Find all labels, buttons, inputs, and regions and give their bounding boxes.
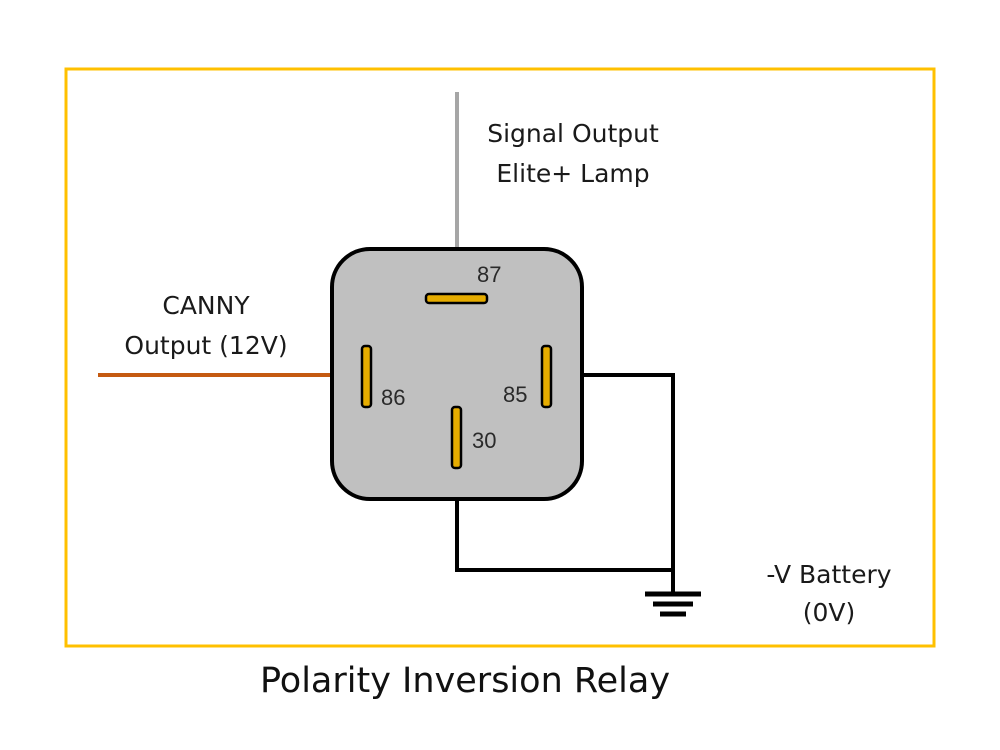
battery-label: -V Battery (0V) [740, 556, 918, 632]
diagram-frame [64, 67, 936, 648]
pin-87-label: 87 [477, 262, 502, 287]
pin85-ground-wire [549, 373, 675, 590]
relay-pin-87 [424, 292, 489, 305]
pin-85-label: 85 [503, 382, 528, 407]
relay-body [330, 247, 584, 501]
relay-pin-85 [540, 344, 553, 409]
signal-output-label: Signal Output Elite+ Lamp [463, 114, 683, 194]
diagram-title: Polarity Inversion Relay [259, 661, 671, 701]
pin-86-label: 86 [381, 385, 406, 410]
pin-30-label: 30 [472, 428, 497, 453]
signal-output-line1: Signal Output [487, 119, 659, 148]
ground-icon [645, 570, 701, 617]
battery-line1: -V Battery [766, 560, 892, 589]
battery-line2: (0V) [802, 598, 856, 627]
relay-pin-86 [360, 344, 373, 409]
relay-pin-30 [450, 405, 463, 470]
canny-output-line1: CANNY [162, 291, 250, 320]
canny-output-line2: Output (12V) [124, 331, 288, 360]
canny-output-label: CANNY Output (12V) [100, 286, 312, 366]
signal-output-line2: Elite+ Lamp [496, 159, 650, 188]
